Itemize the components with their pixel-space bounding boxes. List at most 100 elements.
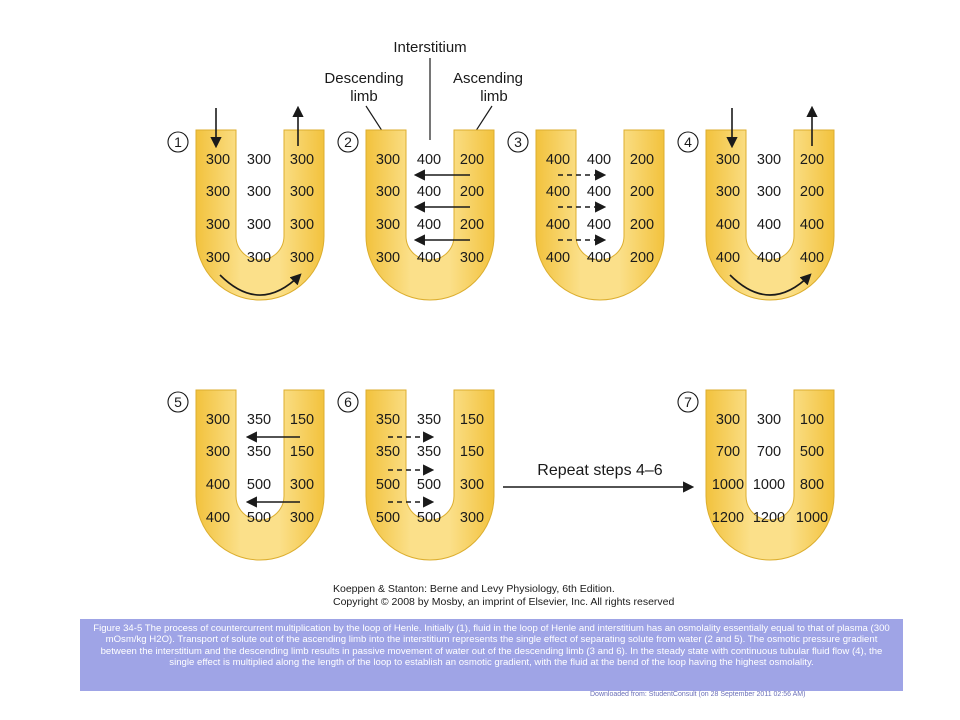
- osmolality-value: 300: [206, 250, 230, 266]
- osmolality-value: 300: [206, 217, 230, 233]
- osmolality-value: 300: [206, 444, 230, 460]
- osmolality-value: 350: [376, 412, 400, 428]
- step-number: 1: [174, 134, 182, 150]
- step-number-circle: [677, 131, 699, 153]
- osmolality-value: 300: [757, 184, 781, 200]
- step-number-circle: [167, 131, 189, 153]
- osmolality-value: 400: [546, 217, 570, 233]
- osmolality-value: 300: [460, 510, 484, 526]
- osmolality-value: 300: [460, 250, 484, 266]
- repeat-label: Repeat steps 4–6: [537, 462, 663, 479]
- loop-tube: [535, 129, 665, 301]
- osmolality-value: 500: [376, 510, 400, 526]
- loops-group: 1 300 300 300 300 300 300 300 300 300 300 300 300 2 30…: [167, 105, 835, 561]
- step-number: 5: [174, 394, 182, 410]
- osmolality-value: 400: [417, 184, 441, 200]
- loop-tube: [705, 389, 835, 561]
- loop-tube: [195, 129, 325, 301]
- osmolality-value: 200: [800, 152, 824, 168]
- osmolality-value: 350: [247, 444, 271, 460]
- osmolality-value: 400: [206, 510, 230, 526]
- osmolality-value: 1000: [712, 477, 744, 493]
- osmolality-value: 400: [757, 217, 781, 233]
- step-number: 3: [514, 134, 522, 150]
- osmolality-value: 400: [587, 250, 611, 266]
- osmolality-value: 700: [757, 444, 781, 460]
- osmolality-value: 400: [587, 184, 611, 200]
- osmolality-value: 1000: [796, 510, 828, 526]
- osmolality-value: 300: [206, 412, 230, 428]
- osmolality-value: 350: [417, 444, 441, 460]
- ascending-label-line1: Ascending: [453, 70, 523, 87]
- osmolality-value: 400: [716, 217, 740, 233]
- osmolality-value: 200: [630, 152, 654, 168]
- osmolality-value: 400: [546, 250, 570, 266]
- osmolality-value: 300: [290, 152, 314, 168]
- osmolality-value: 150: [460, 444, 484, 460]
- osmolality-value: 700: [716, 444, 740, 460]
- step-number-circle: [337, 391, 359, 413]
- osmolality-value: 400: [546, 152, 570, 168]
- osmolality-value: 150: [290, 444, 314, 460]
- osmolality-value: 300: [247, 217, 271, 233]
- osmolality-value: 200: [460, 217, 484, 233]
- osmolality-value: 200: [460, 184, 484, 200]
- osmolality-value: 800: [800, 477, 824, 493]
- osmolality-value: 350: [417, 412, 441, 428]
- step-number-circle: [507, 131, 529, 153]
- osmolality-value: 200: [800, 184, 824, 200]
- download-note: Downloaded from: StudentConsult (on 28 S…: [590, 691, 806, 698]
- osmolality-value: 200: [630, 184, 654, 200]
- osmolality-value: 1200: [712, 510, 744, 526]
- osmolality-value: 400: [587, 217, 611, 233]
- osmolality-value: 500: [417, 510, 441, 526]
- step-number: 6: [344, 394, 352, 410]
- step-number: 2: [344, 134, 352, 150]
- osmolality-value: 1200: [753, 510, 785, 526]
- osmolality-value: 500: [417, 477, 441, 493]
- osmolality-value: 100: [800, 412, 824, 428]
- osmolality-value: 300: [757, 412, 781, 428]
- bend-flow-arrow: [729, 273, 812, 296]
- osmolality-value: 300: [757, 152, 781, 168]
- step-number-circle: [167, 391, 189, 413]
- loop-tube: [195, 389, 325, 561]
- interstitium-label: Interstitium: [393, 39, 466, 56]
- osmolality-value: 150: [290, 412, 314, 428]
- osmolality-value: 300: [290, 477, 314, 493]
- descending-label-line1: Descending: [324, 70, 403, 87]
- osmolality-value: 150: [460, 412, 484, 428]
- osmolality-value: 300: [716, 412, 740, 428]
- osmolality-value: 300: [206, 152, 230, 168]
- osmolality-value: 300: [247, 250, 271, 266]
- bend-flow-arrow: [219, 273, 302, 296]
- step-number-circle: [677, 391, 699, 413]
- osmolality-value: 300: [247, 152, 271, 168]
- osmolality-value: 300: [716, 152, 740, 168]
- loop-tube: [365, 129, 495, 301]
- osmolality-value: 400: [800, 217, 824, 233]
- osmolality-value: 400: [546, 184, 570, 200]
- osmolality-value: 500: [247, 510, 271, 526]
- osmolality-value: 400: [417, 152, 441, 168]
- osmolality-value: 300: [376, 184, 400, 200]
- osmolality-value: 1000: [753, 477, 785, 493]
- osmolality-value: 300: [247, 184, 271, 200]
- osmolality-value: 300: [716, 184, 740, 200]
- osmolality-value: 300: [460, 477, 484, 493]
- osmolality-value: 400: [757, 250, 781, 266]
- osmolality-value: 500: [800, 444, 824, 460]
- osmolality-value: 500: [247, 477, 271, 493]
- loop-tube: [705, 129, 835, 301]
- osmolality-value: 400: [800, 250, 824, 266]
- figure-caption: Figure 34-5 The process of countercurren…: [80, 619, 903, 691]
- osmolality-value: 400: [417, 250, 441, 266]
- ascending-label-line2: limb: [480, 88, 508, 105]
- osmolality-value: 300: [206, 184, 230, 200]
